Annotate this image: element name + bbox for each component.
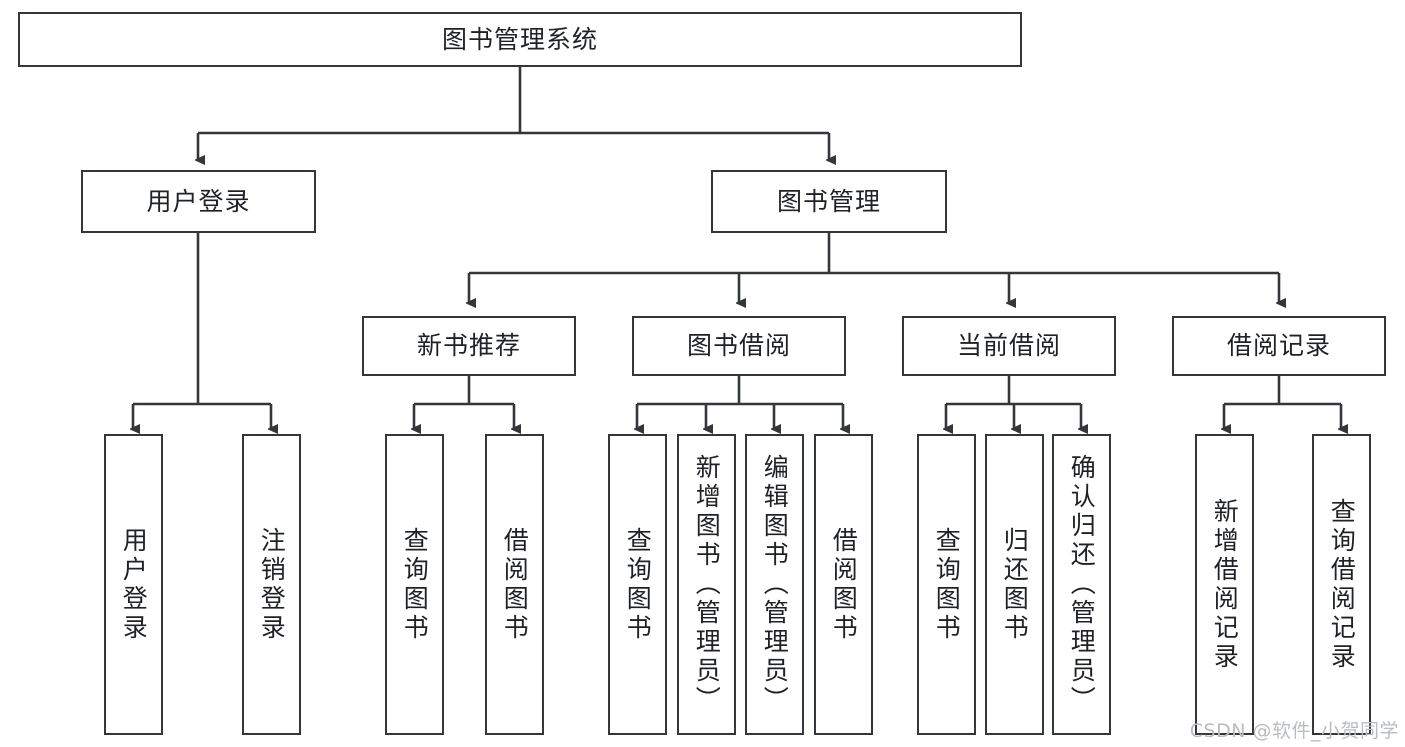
leaf-user-login-login[interactable]: 用户登录 <box>104 434 163 735</box>
node-label: 新增借阅记录 <box>1210 497 1240 672</box>
node-label: 借阅图书 <box>500 526 530 643</box>
node-label: 注销登录 <box>257 526 287 643</box>
node-label: 用户登录 <box>146 186 251 216</box>
node-label: 用户登录 <box>119 526 149 643</box>
leaf-borrow-add-book-admin[interactable]: 新增图书（管理员） <box>677 434 736 735</box>
node-label: 新增图书（管理员） <box>692 454 722 715</box>
node-label: 借阅图书 <box>829 526 859 643</box>
watermark: CSDN @软件_小贺同学 <box>1189 720 1399 742</box>
node-label: 当前借阅 <box>956 331 1061 361</box>
node-book-borrow[interactable]: 图书借阅 <box>632 316 846 376</box>
leaf-recommend-borrow-book[interactable]: 借阅图书 <box>485 434 544 735</box>
node-label: 借阅记录 <box>1226 331 1331 361</box>
node-label: 图书管理系统 <box>441 24 598 54</box>
leaf-record-add-record[interactable]: 新增借阅记录 <box>1195 434 1254 735</box>
node-label: 查询图书 <box>400 526 430 643</box>
leaf-current-query-book[interactable]: 查询图书 <box>917 434 976 735</box>
leaf-recommend-query-book[interactable]: 查询图书 <box>385 434 444 735</box>
leaf-record-query-record[interactable]: 查询借阅记录 <box>1312 434 1371 735</box>
node-label: 图书借阅 <box>686 331 791 361</box>
node-user-login[interactable]: 用户登录 <box>81 170 316 233</box>
node-label: 新书推荐 <box>416 331 521 361</box>
node-label: 图书管理 <box>776 186 881 216</box>
node-current-borrow[interactable]: 当前借阅 <box>902 316 1116 376</box>
node-label: 确认归还（管理员） <box>1067 454 1097 715</box>
leaf-current-return-book[interactable]: 归还图书 <box>985 434 1044 735</box>
leaf-borrow-query-book[interactable]: 查询图书 <box>608 434 667 735</box>
leaf-borrow-edit-book-admin[interactable]: 编辑图书（管理员） <box>745 434 804 735</box>
node-borrow-record[interactable]: 借阅记录 <box>1172 316 1386 376</box>
leaf-borrow-borrow-book[interactable]: 借阅图书 <box>814 434 873 735</box>
node-label: 归还图书 <box>1000 526 1030 643</box>
node-new-book-recommend[interactable]: 新书推荐 <box>362 316 576 376</box>
node-root-system[interactable]: 图书管理系统 <box>18 12 1022 67</box>
leaf-user-login-logout[interactable]: 注销登录 <box>242 434 301 735</box>
node-book-management[interactable]: 图书管理 <box>711 170 947 233</box>
node-label: 查询图书 <box>623 526 653 643</box>
node-label: 查询借阅记录 <box>1327 497 1357 672</box>
leaf-current-confirm-return-admin[interactable]: 确认归还（管理员） <box>1052 434 1111 735</box>
node-label: 查询图书 <box>932 526 962 643</box>
node-label: 编辑图书（管理员） <box>760 454 790 715</box>
